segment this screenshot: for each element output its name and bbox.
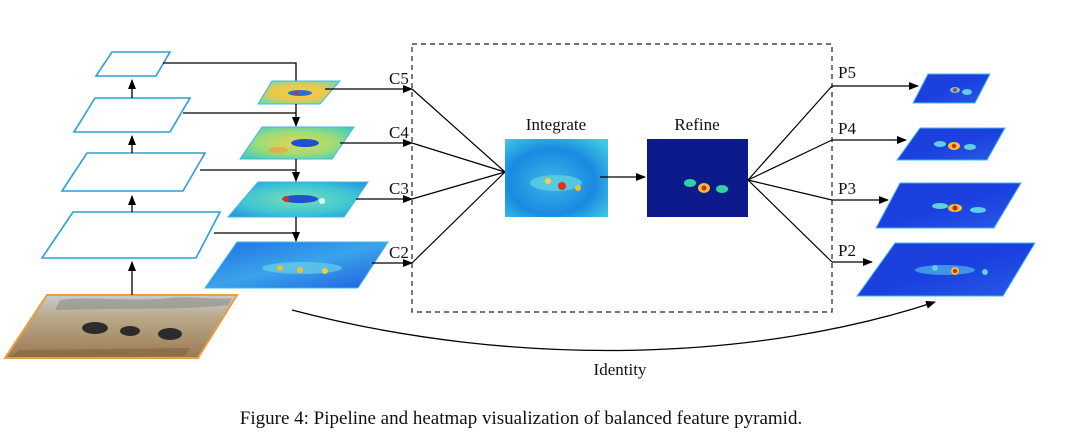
- heatmap-p5: [912, 73, 991, 104]
- heatmap-p3: [875, 182, 1022, 229]
- heatmap-c2: [204, 241, 389, 289]
- p-heatmaps: [856, 73, 1036, 297]
- heatmap-c4: [239, 126, 355, 160]
- heatmap-c3: [226, 181, 369, 218]
- figure-caption: Figure 4: Pipeline and heatmap visualiza…: [240, 408, 802, 429]
- label-p2: P2: [838, 241, 856, 260]
- label-c5: C5: [389, 69, 409, 88]
- identity-label: Identity: [594, 360, 647, 379]
- heatmap-c5: [257, 80, 342, 105]
- refine-label: Refine: [674, 115, 719, 134]
- label-c4: C4: [389, 123, 409, 142]
- backbone-layer-icon: [94, 51, 172, 77]
- label-c3: C3: [389, 179, 409, 198]
- backbone-layer-icon: [40, 211, 222, 259]
- bfp-module-box: [411, 43, 833, 313]
- integrate-heatmap: [505, 139, 608, 217]
- backbone-layer-icon: [72, 97, 192, 133]
- backbone-layers: [40, 51, 222, 259]
- integrate-inputs: [411, 88, 506, 264]
- heatmap-p2: [856, 242, 1036, 297]
- c-heatmaps: [204, 80, 389, 289]
- label-p3: P3: [838, 179, 856, 198]
- label-p5: P5: [838, 63, 856, 82]
- label-p4: P4: [838, 119, 856, 138]
- c-output-arrows: [325, 85, 413, 267]
- refine-outputs: [747, 85, 833, 263]
- identity-arrow: [291, 301, 936, 352]
- label-c2: C2: [389, 243, 409, 262]
- integrate-label: Integrate: [526, 115, 586, 134]
- backbone-layer-icon: [60, 152, 207, 192]
- refine-heatmap: [647, 139, 748, 217]
- heatmap-p4: [896, 127, 1006, 161]
- input-image: [3, 294, 239, 359]
- p-output-arrows: [832, 82, 919, 266]
